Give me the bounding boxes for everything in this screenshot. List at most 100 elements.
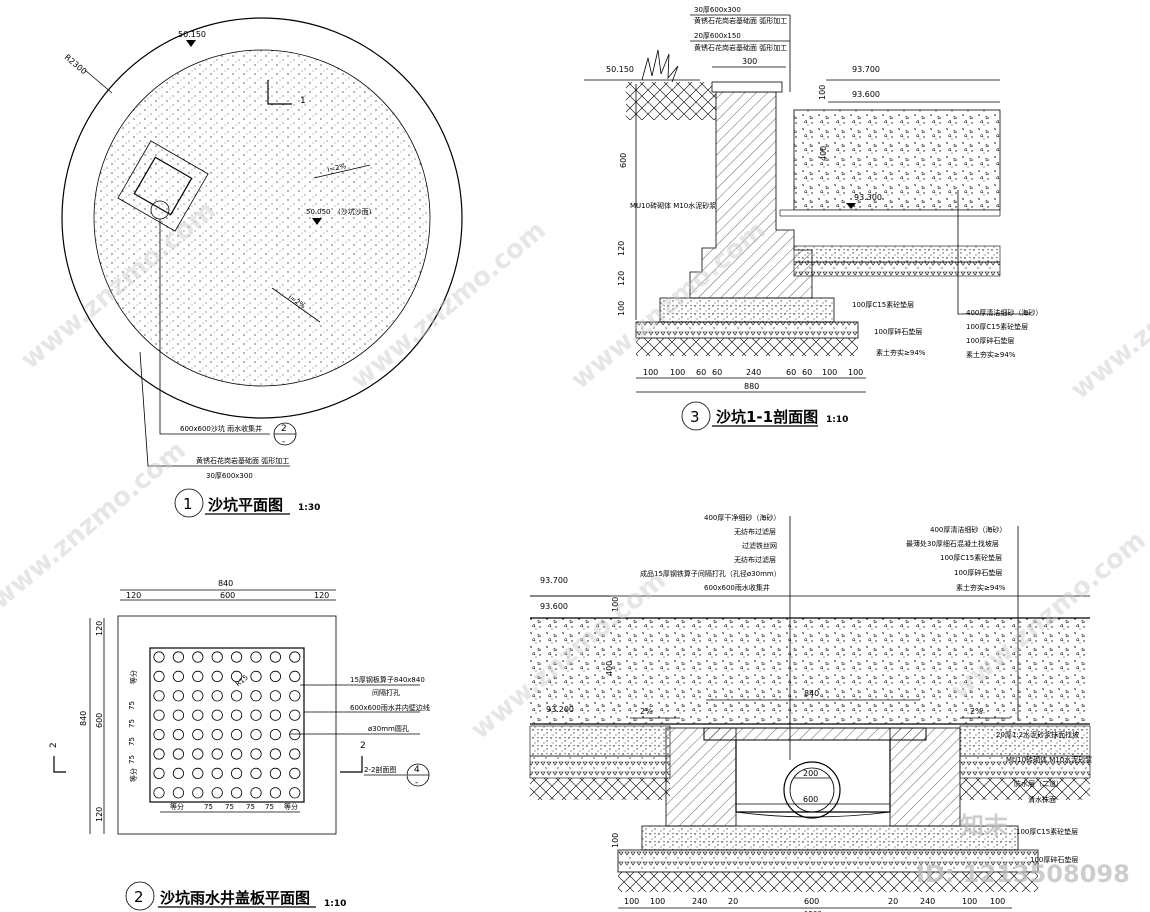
s22-left-note: 无纺布过滤层 <box>734 555 776 564</box>
cover-hole <box>269 709 281 721</box>
cover-hole <box>250 670 262 683</box>
s11-c15-footing <box>659 297 835 323</box>
cover-hdim: 75 <box>225 803 234 811</box>
plan-slope-1: i=2% <box>327 162 348 174</box>
cover-hole <box>231 651 243 663</box>
cover-note-1: 15厚钢板算子840x840 <box>350 675 425 684</box>
s11-c15-right <box>793 245 1001 263</box>
s11-note-3: 20厚600x150 <box>694 32 741 40</box>
s22-wall-left <box>665 727 737 827</box>
plan-callout-den: - <box>282 437 285 447</box>
cover-vdim-120t: 120 <box>95 621 104 636</box>
cover-dim-120l: 120 <box>126 591 141 600</box>
cover-hole <box>289 670 301 683</box>
cover-hole <box>192 728 204 741</box>
cover-dim-120r: 120 <box>314 591 329 600</box>
cover-hole <box>231 709 243 721</box>
s22-sand-layer <box>530 618 1090 724</box>
cover-hole <box>211 748 223 760</box>
s11-bdim: 60 <box>696 368 706 377</box>
s22-bdim: 20 <box>728 897 738 906</box>
cover-hdims: 等分 75 75 75 75 等分 <box>170 802 298 811</box>
section-1-1: 30厚600x300 黄锈石花岗岩基础面 弧形加工 20厚600x150 黄锈石… <box>584 6 1042 431</box>
cover-scale: 1:10 <box>324 899 346 909</box>
cover-hole <box>269 728 281 741</box>
s22-left-note: 400厚干净细砂（海砂） <box>704 513 780 522</box>
plan-slope-arrow-1 <box>313 164 371 179</box>
cover-hole <box>211 787 223 799</box>
plan-slope-arrow-2 <box>271 287 321 323</box>
s22-elev-c: 93.200 <box>546 705 574 714</box>
cover-hole <box>289 787 301 799</box>
cover-hole <box>153 787 165 799</box>
s22-dim-200: 200 <box>803 769 818 778</box>
cover-hole <box>153 728 165 741</box>
s22-pipe <box>783 761 841 819</box>
s11-layer-1: 100厚C15素砼垫层 <box>852 300 914 309</box>
s22-left-notes: 400厚干净细砂（海砂） 无纺布过滤层 过滤铁丝网 无纺布过滤层 成品15厚钢铁… <box>640 513 781 592</box>
s22-bdim: 600 <box>804 897 819 906</box>
cover-hole <box>153 748 165 760</box>
cover-hole <box>211 651 223 663</box>
s22-earth <box>618 872 1038 892</box>
s22-right-note: 100厚碎石垫层 <box>954 568 1002 577</box>
cover-hole <box>153 651 165 663</box>
s11-wall-note: MU10砖砌体 M10水泥砂浆 <box>630 201 716 210</box>
cover-inner-wall <box>149 647 305 803</box>
cover-dim-total: 840 <box>218 579 233 588</box>
cover-hdim: 75 <box>204 803 213 811</box>
s11-dim-120b: 120 <box>617 271 626 286</box>
s11-title: 沙坑1-1剖面图 <box>716 408 818 426</box>
cover-note-3: ø30mm圆孔 <box>368 725 409 733</box>
cover-plate-outline <box>117 615 337 835</box>
s22-earth-left <box>530 778 670 800</box>
cover-hole <box>192 670 204 683</box>
s11-right-1: 400厚清洁细砂（海砂） <box>966 308 1042 317</box>
cover-hdim: 等分 <box>284 802 298 811</box>
cover-hole <box>192 748 204 760</box>
cover-hole <box>153 670 165 683</box>
cover-hole <box>172 748 184 760</box>
s22-left-note: 无纺布过滤层 <box>734 527 776 536</box>
cover-hole <box>172 690 184 702</box>
s11-title-num: 3 <box>690 408 700 426</box>
s22-right-low: 20厚1:2水泥砂浆抹面找坡 <box>996 730 1079 739</box>
plan-center-marker-icon <box>312 218 322 225</box>
plan-scale: 1:30 <box>298 503 320 513</box>
cover-vdim: 等分 <box>129 768 138 782</box>
s22-right-low: 100厚C15素砼垫层 <box>1016 827 1078 836</box>
s22-total: 1500 <box>804 910 822 912</box>
s22-right-note: 400厚清洁细砂（海砂） <box>930 525 1006 534</box>
cover-hole <box>289 690 301 702</box>
cover-vdim: 75 <box>128 737 136 746</box>
plan-callout-leader-2 <box>139 351 290 467</box>
cover-hole <box>211 690 223 702</box>
plan-view: R2300 50.150 1 i=2% i=2% 50.050 (沙坑沙面) 6… <box>61 17 463 518</box>
cover-hole <box>269 787 281 799</box>
cover-hole <box>172 787 184 799</box>
cover-title-badge <box>125 881 155 911</box>
s11-layer-2: 100厚碎石垫层 <box>874 327 922 336</box>
plan-title: 沙坑平面图 <box>208 496 283 514</box>
plan-outer-ring <box>61 17 463 419</box>
cover-hole <box>269 651 281 663</box>
cover-hole <box>289 709 301 721</box>
cover-hole <box>172 728 184 741</box>
s11-elev-b: 93.600 <box>852 90 880 99</box>
cover-hole <box>231 748 243 760</box>
cover-hole <box>289 748 301 760</box>
plan-center-elev: 50.050 <box>306 208 331 216</box>
s22-bdim: 240 <box>692 897 707 906</box>
cover-section-mark-l: 2 <box>49 742 59 748</box>
cover-section-tick-l <box>53 756 66 773</box>
cover-hdim: 等分 <box>170 802 184 811</box>
cover-hole <box>153 767 165 780</box>
cover-hole <box>211 767 223 780</box>
s22-left-note: 过滤铁丝网 <box>742 541 777 550</box>
s22-slope-l: 2% <box>640 707 653 716</box>
cover-hole <box>172 709 184 721</box>
s11-bdim: 100 <box>822 368 837 377</box>
watermark-site: www.znzmo.com <box>1065 225 1150 405</box>
watermark-id: ID: 1213508098 <box>916 860 1130 888</box>
cover-hole <box>231 670 243 683</box>
